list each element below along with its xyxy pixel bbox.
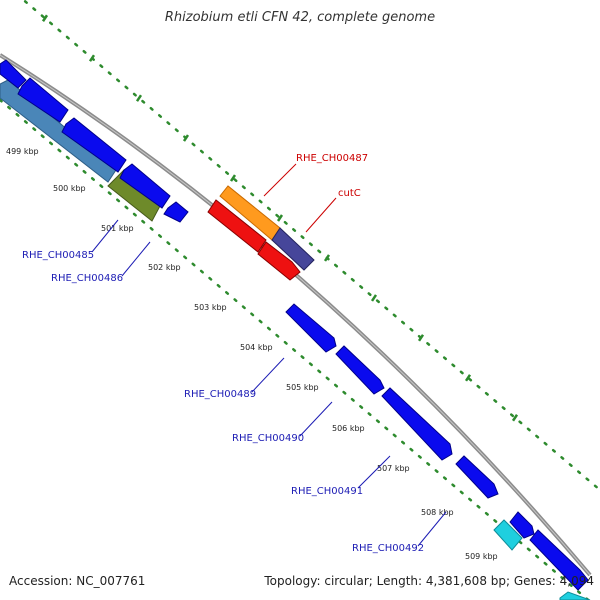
tick-label-504: 504 kbp — [240, 343, 273, 352]
gene-rhe-ch00491[interactable] — [381, 387, 453, 461]
tick-label-505: 505 kbp — [286, 383, 319, 392]
leader-rhe-ch00491 — [357, 455, 391, 489]
tick-dash — [88, 54, 96, 62]
gene-cyan-edge[interactable] — [559, 591, 591, 600]
gene-label-rhe-ch00487[interactable]: RHE_CH00487 — [296, 153, 368, 164]
tick-label-499: 499 kbp — [6, 147, 39, 156]
tick-dash — [182, 134, 190, 142]
tick-label-502: 502 kbp — [148, 263, 181, 272]
tick-dash — [464, 374, 472, 382]
tick-dash — [323, 254, 331, 262]
gene-labels: RHE_CH00485 RHE_CH00486 RHE_CH00487 cutC… — [22, 153, 424, 554]
gene-label-rhe-ch00490[interactable]: RHE_CH00490 — [232, 433, 304, 444]
gene-red-1[interactable] — [207, 199, 267, 253]
accession-text: Accession: NC_007761 — [9, 574, 146, 588]
leader-rhe-ch00489 — [251, 357, 285, 393]
gene-rhe-ch00492[interactable] — [493, 519, 523, 551]
outer-features — [207, 185, 315, 281]
tick-label-506: 506 kbp — [332, 424, 365, 433]
tick-label-501: 501 kbp — [101, 224, 134, 233]
map-title: Rhizobium etli CFN 42, complete genome — [164, 10, 436, 25]
outer-dot-row — [21, 0, 600, 492]
tick-dashes — [41, 14, 519, 422]
leader-cutc — [305, 197, 337, 233]
tick-label-500: 500 kbp — [53, 184, 86, 193]
tick-dash — [511, 414, 519, 422]
tick-dash — [229, 174, 237, 182]
leader-rhe-ch00486 — [121, 241, 151, 277]
tick-dash — [370, 294, 378, 302]
gene-label-rhe-ch00492[interactable]: RHE_CH00492 — [352, 543, 424, 554]
tick-label-509: 509 kbp — [465, 552, 498, 561]
inner-dot-row — [0, 98, 591, 600]
tick-label-507: 507 kbp — [377, 464, 410, 473]
cds-2[interactable] — [17, 77, 69, 123]
tick-labels: 499 kbp 500 kbp 501 kbp 502 kbp 503 kbp … — [6, 147, 498, 561]
gene-label-rhe-ch00485[interactable]: RHE_CH00485 — [22, 250, 94, 261]
lower-features — [285, 303, 591, 600]
genome-stats-text: Topology: circular; Length: 4,381,608 bp… — [264, 574, 594, 588]
gene-label-cutc[interactable]: cutC — [338, 188, 361, 199]
tick-dash — [135, 94, 143, 102]
cds-4[interactable] — [119, 163, 171, 209]
tick-label-508: 508 kbp — [421, 508, 454, 517]
gene-steel[interactable] — [0, 79, 117, 183]
gene-rhe-ch00485[interactable] — [107, 169, 161, 222]
tick-dash — [417, 334, 425, 342]
genome-backbone-highlight — [0, 54, 591, 576]
cds-3[interactable] — [61, 117, 127, 173]
tick-label-503: 503 kbp — [194, 303, 227, 312]
gene-indigo[interactable] — [271, 227, 315, 271]
gene-rhe-ch00486[interactable] — [163, 201, 189, 223]
gene-label-rhe-ch00491[interactable]: RHE_CH00491 — [291, 486, 363, 497]
cds-7[interactable] — [529, 529, 589, 591]
gene-red-2[interactable] — [257, 241, 301, 281]
label-leaders — [91, 163, 447, 547]
gene-rhe-ch00490[interactable] — [335, 345, 385, 395]
tick-dash — [276, 214, 284, 222]
leader-rhe-ch00487 — [263, 163, 297, 197]
leader-rhe-ch00485 — [91, 219, 119, 253]
gene-label-rhe-ch00489[interactable]: RHE_CH00489 — [184, 389, 256, 400]
cds-6[interactable] — [509, 511, 535, 539]
leader-rhe-ch00492 — [417, 511, 447, 547]
gene-rhe-ch00489[interactable] — [285, 303, 337, 353]
inner-features — [0, 59, 189, 223]
cds-1[interactable] — [0, 59, 27, 89]
tick-dash — [41, 14, 49, 22]
gene-label-rhe-ch00486[interactable]: RHE_CH00486 — [51, 273, 123, 284]
leader-rhe-ch00490 — [299, 401, 333, 437]
cds-5[interactable] — [455, 455, 499, 499]
